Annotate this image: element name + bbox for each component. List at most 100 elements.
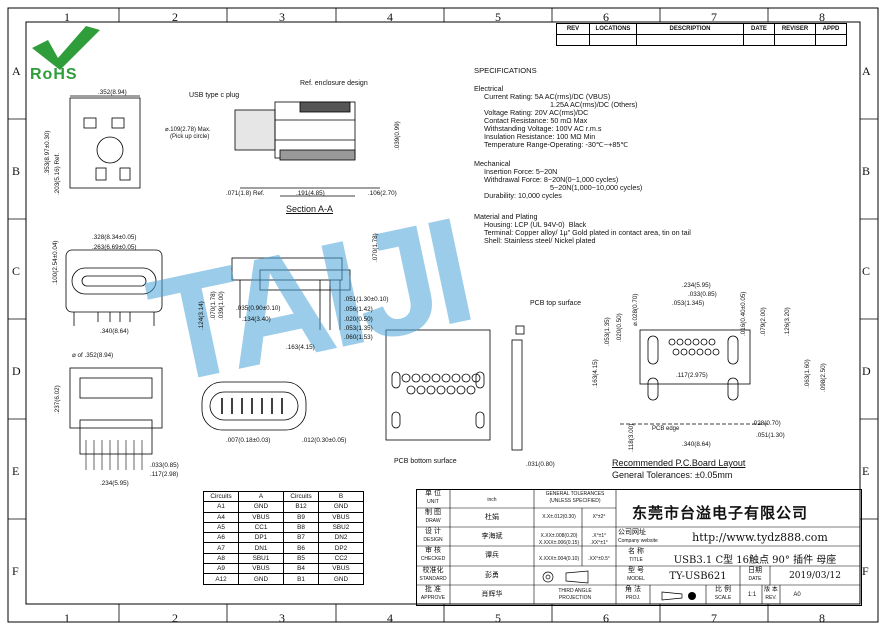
cell: SBU2 xyxy=(318,521,364,534)
tb-gt1: X.X±.012(0.30) xyxy=(542,514,576,520)
cell: A6 xyxy=(203,532,239,544)
dim-d29: .007(0.18±0.03) xyxy=(226,437,271,444)
cell: A7 xyxy=(203,542,239,554)
tb-approve-val: 肖辉华 xyxy=(481,591,503,598)
rev-header-description: DESCRIPTION xyxy=(636,23,744,35)
dim-d37: .020(0.50) xyxy=(616,313,623,342)
zone-row-a-right: A xyxy=(862,64,871,78)
tb-proj-cn: 角 法 xyxy=(625,586,641,593)
cell: A8 xyxy=(203,552,239,565)
cell: B1 xyxy=(283,573,319,585)
zone-row-b-right: B xyxy=(862,164,871,178)
dim-d48: .118(3.00) xyxy=(628,423,635,452)
rev-header-appd: APPD xyxy=(815,23,847,35)
dim-d1: .352(8.94) xyxy=(98,89,127,96)
zone-col-5-bottom: 5 xyxy=(495,611,501,625)
dim-d13: .039(1.00) xyxy=(218,291,225,320)
tb-model-label: 型 号 MODEL xyxy=(618,567,654,583)
spec-shell: Shell: Stainless steel/ Nickel plated xyxy=(484,236,596,245)
dim-d6: .106(2.70) xyxy=(368,190,397,197)
dim-d8: .328(8.34±0.05) xyxy=(92,234,137,241)
label-pcb-edge: PCB edge xyxy=(652,426,680,432)
cell: DN1 xyxy=(238,542,284,554)
label-pickup-2: (Pick up circle) xyxy=(170,134,210,140)
dim-d15: .035(0.90±0.10) xyxy=(236,305,281,312)
dim-d40: .126(3.20) xyxy=(784,307,791,336)
dim-d45: .028(0.70) xyxy=(752,420,781,427)
tb-rev-val: A0 xyxy=(793,592,801,598)
tb-model-en: MODEL xyxy=(627,576,645,582)
dim-d7: .039(0.99) xyxy=(394,121,401,150)
zone-row-e: E xyxy=(12,464,20,478)
zone-col-3-bottom: 3 xyxy=(279,611,285,625)
dim-d41: .163(4.15) xyxy=(592,359,599,388)
tb-projection: PROJECTION xyxy=(558,595,592,601)
cell: VBUS xyxy=(318,511,364,523)
tb-model-cn: 型 号 xyxy=(628,567,644,574)
projection-symbol-icon xyxy=(542,570,589,584)
cell: A1 xyxy=(203,501,239,513)
tb-check-en: CHECKED xyxy=(420,556,446,562)
tb-name-cn: 名 称 xyxy=(628,548,644,555)
label-usb-plug: USB type c plug xyxy=(189,92,240,99)
tb-date-en: DATE xyxy=(748,576,762,582)
zone-col-2-bottom: 2 xyxy=(172,611,178,625)
rev-header-rev: REV xyxy=(556,23,590,35)
spec-housing: Housing: LCP (UL 94V-0) Black xyxy=(484,220,587,229)
company-name: 东莞市台溢电子有限公司 xyxy=(632,504,809,522)
tb-check-cn: 审 核 xyxy=(425,547,441,554)
cell: B6 xyxy=(283,542,319,554)
front-view xyxy=(65,249,163,326)
zone-col-8-bottom: 8 xyxy=(819,611,825,625)
rev-header-locations: LOCATIONS xyxy=(589,23,637,35)
cell: GND xyxy=(238,501,284,513)
tb-unit-en: UNIT xyxy=(427,499,439,505)
tb-design-val: 李海斌 xyxy=(481,533,503,540)
tb-proj-en: PROJ. xyxy=(625,595,641,601)
dim-d10: .100(2.54±0.04) xyxy=(52,240,59,285)
cell: VBUS xyxy=(238,563,284,575)
zone-row-b: B xyxy=(12,164,21,178)
tb-draw-cn: 制 图 xyxy=(425,509,441,516)
dim-d38: .016(0.40±0.05) xyxy=(740,291,747,336)
cell: DP1 xyxy=(238,532,284,544)
dim-d25: .237(6.02) xyxy=(54,385,61,414)
circuits-header: Circuits A Circuits B xyxy=(203,490,364,503)
zone-col-4-bottom: 4 xyxy=(387,611,393,625)
tb-website-cn: 公司网址 xyxy=(618,529,646,536)
dim-d27: .117(2.98) xyxy=(150,471,179,478)
zone-col-7: 7 xyxy=(711,10,717,24)
zone-col-3: 3 xyxy=(279,10,285,24)
tb-date-val: 2019/03/12 xyxy=(789,571,841,581)
cell: VBUS xyxy=(238,511,284,523)
label-pickup: ⌀.109(2.78) Max. xyxy=(165,127,211,133)
tb-rev-cn: 版 本 xyxy=(764,587,778,593)
cell: B12 xyxy=(283,501,319,513)
dim-d36: .053(1.35) xyxy=(604,317,611,346)
spec-temperature: Temperature Range-Operating: -30℃~+85℃ xyxy=(484,140,629,149)
cell: B9 xyxy=(283,511,319,523)
zone-row-d-right: D xyxy=(862,364,871,378)
zone-row-c-right: C xyxy=(862,264,871,278)
tb-scale-val: 1:1 xyxy=(747,592,757,598)
cell: A9 xyxy=(203,563,239,575)
dim-d16: .134(3.40) xyxy=(242,316,271,323)
section-a-a xyxy=(234,101,380,197)
tb-gt-sub: (UNLESS SPECIFIED) xyxy=(549,498,601,504)
side-view xyxy=(231,257,351,330)
dim-d42: .117(2.975) xyxy=(676,372,708,379)
dim-d3: .203(5.16) Ref. xyxy=(54,152,61,195)
dim-d21: .020(0.50) xyxy=(344,316,373,323)
cell: B8 xyxy=(283,521,319,534)
dim-d47: .340(8.64) xyxy=(682,441,711,448)
